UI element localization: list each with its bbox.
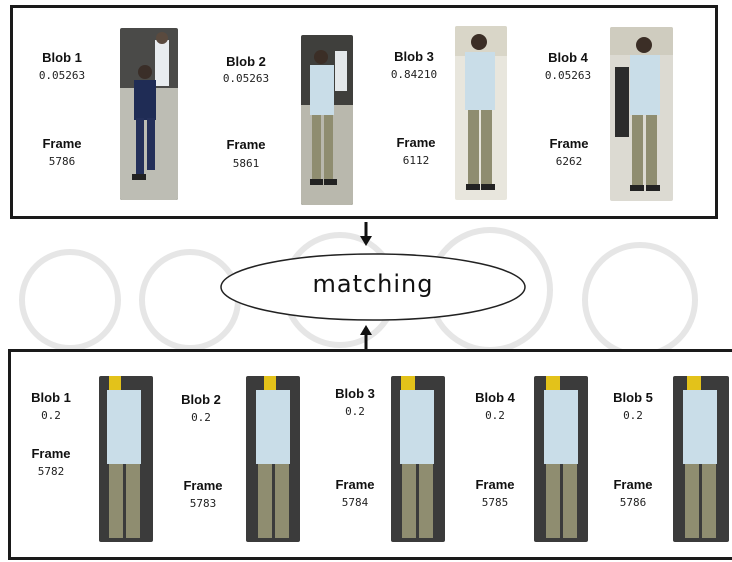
- person-crop-image: [301, 35, 353, 205]
- frame-number: 5785: [481, 496, 509, 509]
- blob-label: Blob 3: [335, 386, 375, 401]
- frame-number: 5782: [37, 465, 65, 478]
- frame-number: 6262: [555, 155, 583, 168]
- frame-number: 5861: [232, 157, 260, 170]
- blob-label: Blob 1: [42, 50, 82, 65]
- frame-label: Frame: [396, 135, 436, 150]
- frame-label: Frame: [475, 477, 515, 492]
- person-crop-image: [673, 376, 729, 542]
- matching-ellipse: [220, 253, 526, 321]
- blob-score: 0.2: [191, 411, 211, 424]
- person-crop-image: [391, 376, 445, 542]
- matching-label: matching: [312, 270, 434, 298]
- frame-number: 5786: [619, 496, 647, 509]
- frame-label: Frame: [613, 477, 653, 492]
- blob-score: 0.05263: [544, 69, 592, 82]
- frame-label: Frame: [31, 446, 71, 461]
- up-arrow-icon: [360, 325, 372, 350]
- blob-label: Blob 4: [475, 390, 515, 405]
- person-crop-image: [455, 26, 507, 200]
- person-crop-image: [120, 28, 178, 200]
- blob-score: 0.05263: [38, 69, 86, 82]
- blob-score: 0.2: [485, 409, 505, 422]
- frame-number: 5783: [189, 497, 217, 510]
- person-crop-image: [246, 376, 300, 542]
- down-arrow-icon: [360, 222, 372, 246]
- frame-number: 5784: [341, 496, 369, 509]
- person-crop-image: [610, 27, 673, 201]
- blob-score: 0.2: [623, 409, 643, 422]
- blob-label: Blob 2: [181, 392, 221, 407]
- top-candidate-panel: Blob 1 0.05263 Frame 5786 Blob 2 0.05263…: [10, 5, 718, 219]
- blob-score: 0.05263: [222, 72, 270, 85]
- blob-score: 0.2: [41, 409, 61, 422]
- frame-label: Frame: [335, 477, 375, 492]
- blob-label: Blob 3: [394, 49, 434, 64]
- frame-label: Frame: [183, 478, 223, 493]
- blob-label: Blob 1: [31, 390, 71, 405]
- frame-label: Frame: [226, 137, 266, 152]
- frame-number: 6112: [402, 154, 430, 167]
- blob-label: Blob 2: [226, 54, 266, 69]
- blob-label: Blob 4: [548, 50, 588, 65]
- frame-label: Frame: [549, 136, 589, 151]
- blob-score: 0.2: [345, 405, 365, 418]
- frame-number: 5786: [48, 155, 76, 168]
- blob-label: Blob 5: [613, 390, 653, 405]
- person-crop-image: [534, 376, 588, 542]
- blob-score: 0.84210: [390, 68, 438, 81]
- bottom-query-panel: Blob 1 0.2 Frame 5782 Blob 2 0.2 Frame 5…: [8, 349, 732, 560]
- person-crop-image: [99, 376, 153, 542]
- frame-label: Frame: [42, 136, 82, 151]
